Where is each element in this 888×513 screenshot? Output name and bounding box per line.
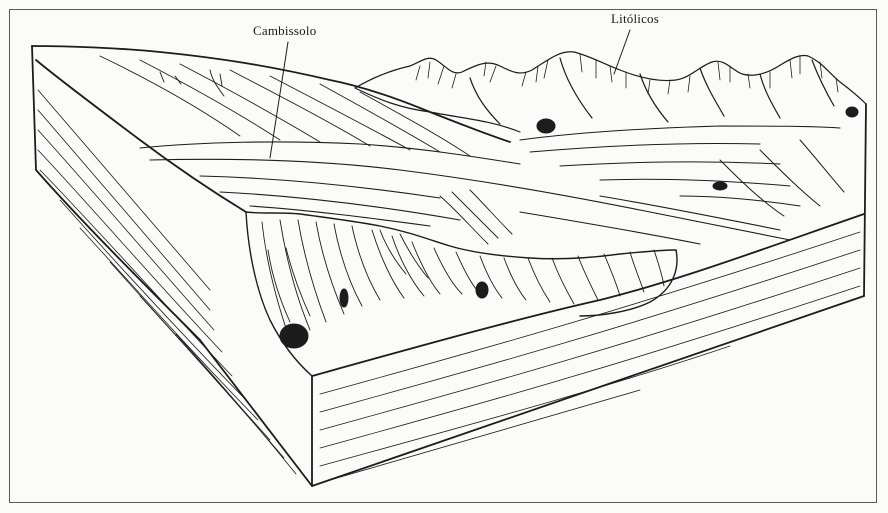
block-outline [32, 46, 866, 486]
ridge-hachures [416, 54, 838, 94]
label-litolicos: Litólicos [611, 11, 659, 27]
plateau-surface [140, 142, 790, 244]
shadow-blobs [280, 107, 858, 348]
valley-terraces [520, 126, 844, 216]
right-face-strata [320, 232, 860, 480]
label-cambissolo: Cambissolo [253, 23, 316, 39]
left-face-strata [38, 90, 296, 474]
mountain-ridge [355, 52, 866, 132]
